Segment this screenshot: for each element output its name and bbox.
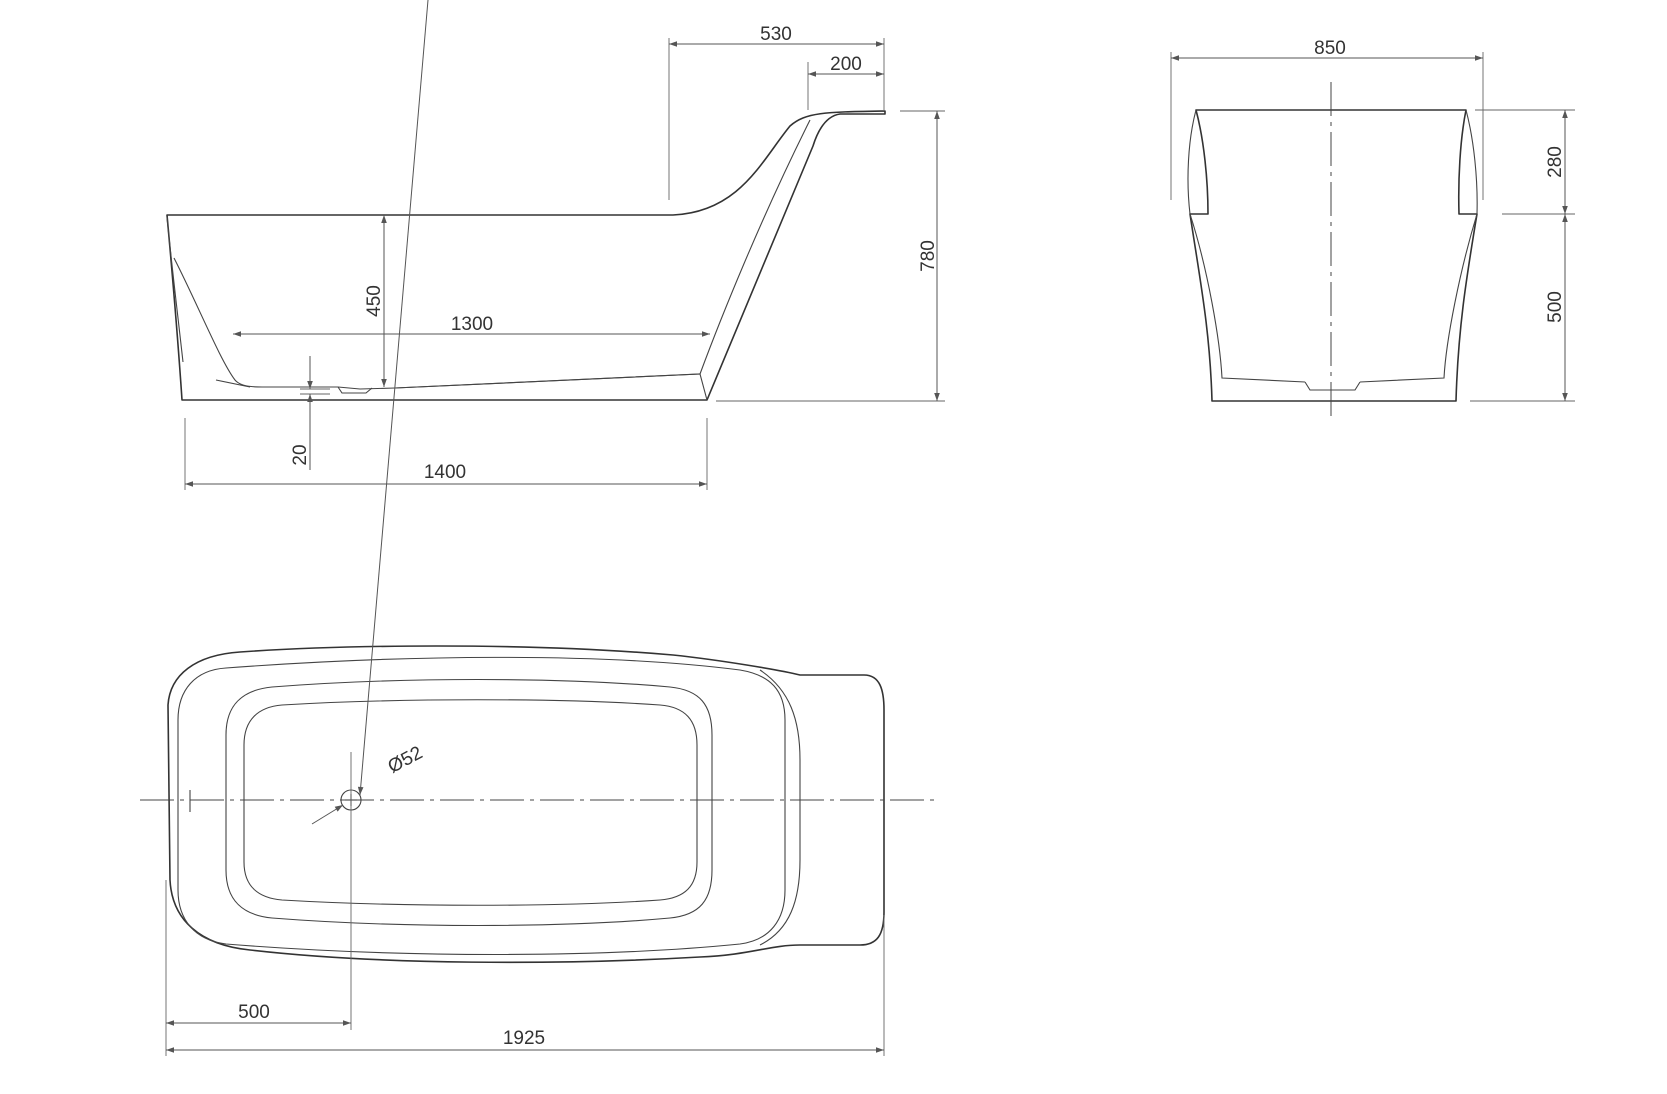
dim-headrest-height: 280 <box>1545 146 1566 178</box>
end-view-dimensions: 850 280 500 <box>1170 38 1575 402</box>
dim-overall-width: 850 <box>1314 38 1346 59</box>
top-view-headrest-line <box>759 669 801 946</box>
end-view-drain <box>1304 381 1361 391</box>
side-view-drain <box>337 386 373 394</box>
dim-overall-length: 1925 <box>503 1028 545 1049</box>
dim-base-thickness: 20 <box>290 444 311 465</box>
top-view-rim-inner <box>177 656 786 956</box>
dim-drain-diameter: Ø52 <box>385 742 427 777</box>
dim-inner-length: 1300 <box>451 314 493 335</box>
end-view-inner-right <box>1359 213 1478 383</box>
dim-overall-height: 780 <box>918 240 939 272</box>
side-view-inner-basin <box>173 257 701 390</box>
dim-base-length: 1400 <box>424 462 466 483</box>
dim-drain-offset: 500 <box>238 1002 270 1023</box>
dim-headrest-total: 530 <box>760 24 792 45</box>
top-view <box>140 645 940 964</box>
end-view-inner-left <box>1189 213 1306 383</box>
top-view-dimensions: Ø52 500 1925 <box>165 0 885 1056</box>
dim-headrest-lip: 200 <box>830 54 862 75</box>
top-view-outer-rim <box>167 645 885 964</box>
side-view-inner-left-wall <box>166 216 184 363</box>
side-view-dimensions: 530 200 780 450 1300 20 1400 <box>184 24 945 490</box>
side-view-back-inner <box>699 119 811 375</box>
side-view-outer-shell <box>166 110 886 401</box>
dim-body-height: 500 <box>1545 291 1566 323</box>
top-view-basin-outer <box>225 678 713 927</box>
end-view-waist <box>1187 109 1478 215</box>
dim-inner-depth: 450 <box>364 285 385 317</box>
end-view <box>1187 82 1478 420</box>
end-view-outline <box>1189 109 1478 402</box>
side-view <box>166 110 886 401</box>
top-view-basin-inner <box>243 699 698 906</box>
